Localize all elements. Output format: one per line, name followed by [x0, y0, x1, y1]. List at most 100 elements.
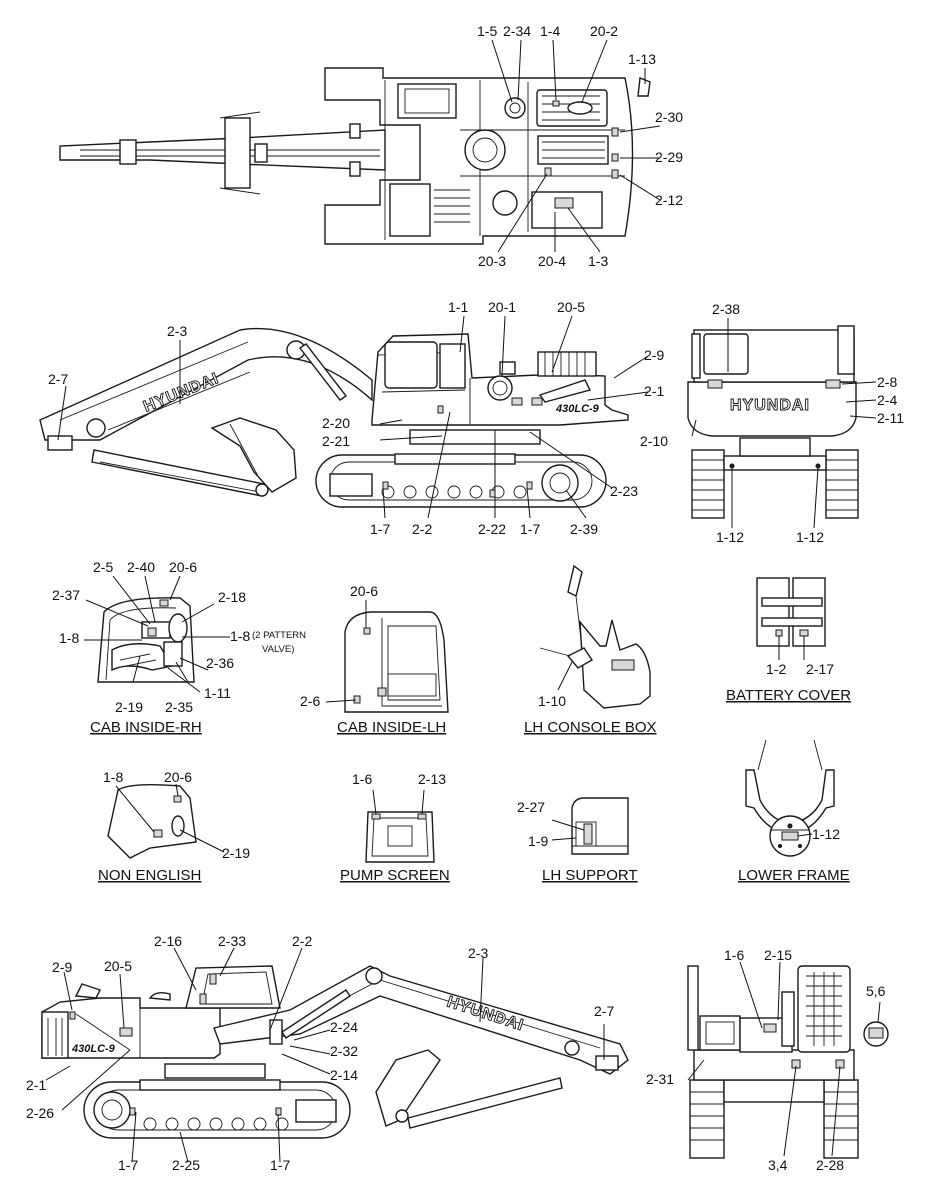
side-view-left-labels: 2-16 2-33 2-2 2-3 2-9 20-5 2-7 2-24 2-32…	[26, 933, 614, 1173]
non-english-leaders	[115, 783, 225, 853]
view-caption: LH SUPPORT	[542, 867, 638, 884]
view-caption: CAB INSIDE-LH	[337, 719, 446, 736]
lh-console-box-view	[539, 564, 651, 709]
cab-inside-rh-labels: 2-5 2-40 20-6 2-37 2-18 1-8 1-8 (2 PATTE…	[52, 559, 306, 736]
callout: 2-32	[330, 1043, 358, 1059]
callout: 1-11	[204, 685, 231, 701]
callout: 1-12	[796, 529, 824, 545]
callout: 2-1	[26, 1077, 46, 1093]
callout: 2-14	[330, 1067, 358, 1083]
callout: 1-10	[538, 693, 566, 709]
front-right-view-leaders	[687, 961, 881, 1157]
lh-support-labels: 2-27 1-9 LH SUPPORT	[517, 799, 638, 884]
cab-inside-lh-labels: 20-6 2-6 CAB INSIDE-LH	[300, 583, 446, 736]
side-view-left: 430LC-9 HYUNDAI	[41, 965, 629, 1139]
lower-frame-view	[745, 739, 835, 857]
callout: 1-9	[528, 833, 548, 849]
callout: 2-34	[503, 23, 531, 39]
callout: 2-22	[478, 521, 506, 537]
model-badge: 430LC-9	[71, 1043, 116, 1055]
non-english-labels: 1-8 20-6 2-19 NON ENGLISH	[98, 769, 250, 884]
callout: 2-29	[655, 149, 683, 165]
callout: 2-31	[646, 1071, 674, 1087]
callout: 20-3	[478, 253, 506, 269]
callout: 2-26	[26, 1105, 54, 1121]
callout: 2-2	[292, 933, 312, 949]
callout: 2-7	[48, 371, 68, 387]
callout: 1-2	[766, 661, 786, 677]
callout: 2-20	[322, 415, 350, 431]
side-view-right-leaders	[57, 315, 649, 519]
callout: 2-9	[52, 959, 72, 975]
rear-view: HYUNDAI	[687, 325, 859, 519]
callout: 2-3	[468, 945, 488, 961]
callout: 1-7	[270, 1157, 290, 1173]
callout: 2-24	[330, 1019, 358, 1035]
lower-frame-labels: 1-12 LOWER FRAME	[738, 826, 850, 884]
callout: 2-6	[300, 693, 320, 709]
side-view-left-leaders	[45, 947, 605, 1163]
callout: 2-18	[218, 589, 246, 605]
callout: 3,4	[768, 1157, 788, 1173]
cab-inside-rh-leaders	[84, 575, 230, 693]
view-caption: CAB INSIDE-RH	[90, 719, 202, 736]
top-view-leaders	[491, 39, 661, 253]
battery-cover-labels: 1-2 2-17 BATTERY COVER	[726, 661, 851, 704]
callout: 1-7	[370, 521, 390, 537]
front-right-view	[687, 965, 889, 1159]
callout: 1-8	[103, 769, 123, 785]
rear-view-leaders	[691, 318, 877, 529]
pump-screen-leaders	[372, 789, 425, 815]
callout: 2-5	[93, 559, 113, 575]
callout: 2-30	[655, 109, 683, 125]
callout: 2-23	[610, 483, 638, 499]
callout: 2-10	[640, 433, 668, 449]
callout: 2-1	[644, 383, 664, 399]
pattern-valve-note: (2 PATTERN	[252, 630, 306, 641]
callout: 1-3	[588, 253, 608, 269]
callout: 20-6	[164, 769, 192, 785]
top-view	[59, 67, 651, 245]
lh-console-box-leaders	[557, 661, 573, 691]
callout: 2-15	[764, 947, 792, 963]
cab-inside-lh-leaders	[325, 600, 367, 703]
view-caption: PUMP SCREEN	[340, 867, 450, 884]
callout: 20-2	[590, 23, 618, 39]
callout: 1-6	[724, 947, 744, 963]
callout: 1-1	[448, 299, 468, 315]
callout: 2-7	[594, 1003, 614, 1019]
front-right-view-labels: 1-6 2-15 5,6 2-31 3,4 2-28	[646, 947, 886, 1173]
callout: 1-12	[716, 529, 744, 545]
callout: 20-5	[557, 299, 585, 315]
callout: 1-7	[118, 1157, 138, 1173]
non-english-view	[107, 783, 197, 859]
callout: 1-7	[520, 521, 540, 537]
lh-support-leaders	[551, 819, 585, 841]
rear-view-labels: 2-38 2-8 2-4 2-11 2-10 1-12 1-12	[640, 301, 904, 545]
view-caption: LH CONSOLE BOX	[524, 719, 657, 736]
callout: 2-39	[570, 521, 598, 537]
callout: 2-13	[418, 771, 446, 787]
cab-inside-rh-view	[97, 597, 195, 683]
callout: 5,6	[866, 983, 886, 999]
callout: 1-8	[59, 630, 79, 646]
lower-frame-leaders	[797, 833, 813, 837]
pump-screen-view	[365, 811, 435, 863]
callout: 2-12	[655, 192, 683, 208]
callout: 2-17	[806, 661, 834, 677]
callout: 1-13	[628, 51, 656, 67]
view-caption: BATTERY COVER	[726, 687, 851, 704]
side-view-right: 430LC-9 HYUNDAI	[39, 327, 629, 508]
pump-screen-labels: 1-6 2-13 PUMP SCREEN	[340, 771, 450, 884]
pattern-valve-note: VALVE)	[262, 644, 294, 655]
callout: 20-1	[488, 299, 516, 315]
callout: 2-25	[172, 1157, 200, 1173]
callout: 2-4	[877, 392, 897, 408]
callout: 2-19	[222, 845, 250, 861]
callout: 2-35	[165, 699, 193, 715]
callout: 2-8	[877, 374, 897, 390]
callout: 1-4	[540, 23, 560, 39]
callout: 20-6	[350, 583, 378, 599]
callout: 2-33	[218, 933, 246, 949]
callout: 2-19	[115, 699, 143, 715]
